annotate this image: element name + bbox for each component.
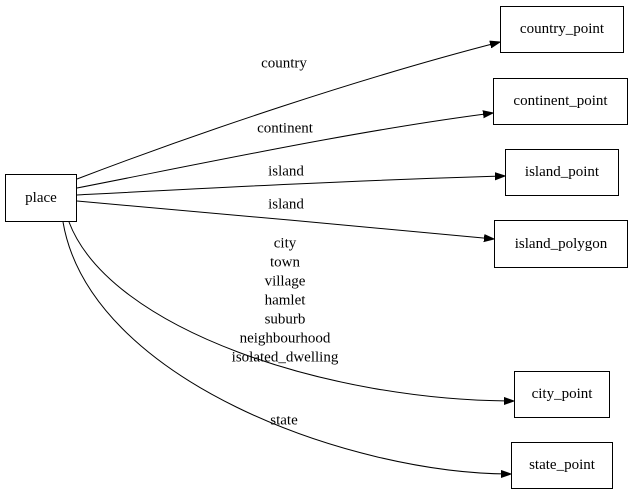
node-country-point: country_point	[500, 6, 624, 53]
node-island-polygon: island_polygon	[494, 220, 628, 268]
edge-label-island-polygon: island	[268, 196, 304, 213]
edge-place-island_point	[76, 176, 505, 196]
node-island-polygon-label: island_polygon	[514, 235, 608, 252]
node-continent-point-label: continent_point	[513, 93, 608, 109]
edge-label-city-line: city	[273, 235, 297, 252]
node-island-point-label: island_point	[524, 164, 600, 180]
edge-label-village-line: village	[264, 273, 306, 290]
node-island-point: island_point	[505, 149, 619, 196]
node-country-point-label: country_point	[519, 21, 605, 37]
node-city-point-label: city_point	[531, 386, 593, 402]
edge-label-neighbourhood-line: neighbourhood	[239, 330, 331, 347]
edge-label-isolated-dwelling-line: isolated_dwelling	[231, 349, 339, 366]
edge-place-continent_point	[76, 113, 493, 189]
node-continent-point: continent_point	[493, 78, 628, 125]
node-place: place	[5, 174, 77, 222]
edge-place-state_point	[62, 221, 511, 474]
edge-place-city_point	[68, 221, 514, 401]
node-place-label: place	[25, 189, 57, 206]
edge-place-island_polygon	[76, 200, 494, 239]
node-state-point: state_point	[511, 442, 613, 489]
edge-label-hamlet-line: hamlet	[264, 292, 306, 309]
edge-label-town-line: town	[270, 254, 300, 271]
edge-label-island-point: island	[268, 163, 304, 180]
edge-label-continent: continent	[257, 120, 313, 137]
edge-label-city-multiline: city town village hamlet suburb neighbou…	[232, 235, 339, 368]
node-city-point: city_point	[514, 371, 610, 418]
edge-label-country: country	[261, 55, 307, 72]
edge-label-state: state	[270, 412, 298, 429]
node-state-point-label: state_point	[529, 457, 595, 473]
edge-label-suburb-line: suburb	[264, 311, 306, 328]
edge-place-country_point	[76, 42, 500, 180]
